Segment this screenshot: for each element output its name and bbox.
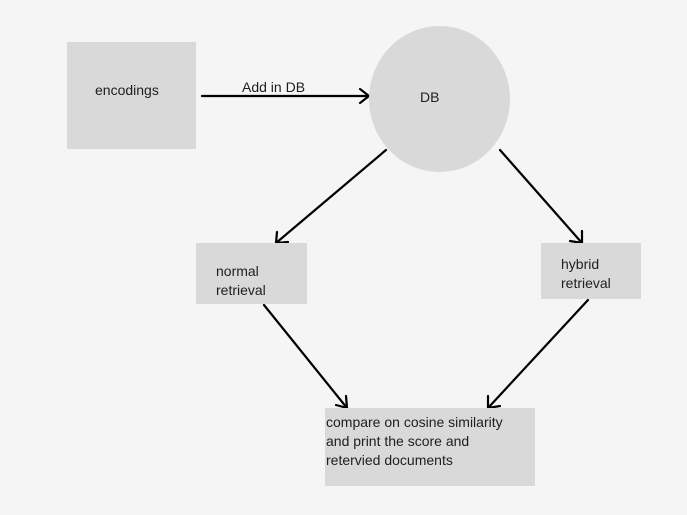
arrowhead-normal-retrieval-to-compare bbox=[334, 394, 349, 410]
arrowhead-hybrid-retrieval-to-compare bbox=[486, 394, 502, 410]
node-normal-retrieval-line-2: retrieval bbox=[216, 282, 266, 298]
node-compare-line-2: and print the score and bbox=[326, 433, 470, 449]
node-hybrid-retrieval-text: hybrid retrieval bbox=[561, 255, 611, 293]
edge-label-add-in-db: Add in DB bbox=[242, 79, 306, 95]
node-hybrid-retrieval-line-2: retrieval bbox=[561, 275, 611, 291]
arrowhead-db-to-hybrid-retrieval bbox=[568, 229, 584, 245]
edge-db-to-hybrid-retrieval bbox=[498, 148, 584, 245]
node-normal-retrieval: normal retrieval bbox=[196, 243, 307, 304]
node-compare-text: compare on cosine similarity and print t… bbox=[326, 413, 534, 470]
node-normal-retrieval-line-1: normal bbox=[216, 263, 259, 279]
node-encodings: encodings bbox=[67, 42, 196, 149]
node-compare: compare on cosine similarity and print t… bbox=[325, 408, 535, 486]
node-hybrid-retrieval: hybrid retrieval bbox=[541, 243, 641, 299]
node-db: DB bbox=[369, 26, 510, 172]
node-encodings-label: encodings bbox=[95, 82, 159, 98]
edge-hybrid-retrieval-to-compare bbox=[486, 298, 590, 410]
node-hybrid-retrieval-line-1: hybrid bbox=[561, 256, 600, 272]
node-compare-line-3: retervied documents bbox=[326, 452, 453, 468]
arrowhead-db-to-normal-retrieval bbox=[274, 230, 290, 245]
node-db-label: DB bbox=[420, 89, 440, 105]
edge-db-to-normal-retrieval bbox=[274, 148, 388, 245]
edge-normal-retrieval-to-compare bbox=[262, 303, 349, 410]
node-compare-line-1: compare on cosine similarity bbox=[326, 414, 503, 430]
node-normal-retrieval-text: normal retrieval bbox=[216, 262, 266, 300]
arrowhead-encodings-to-db bbox=[358, 87, 371, 105]
